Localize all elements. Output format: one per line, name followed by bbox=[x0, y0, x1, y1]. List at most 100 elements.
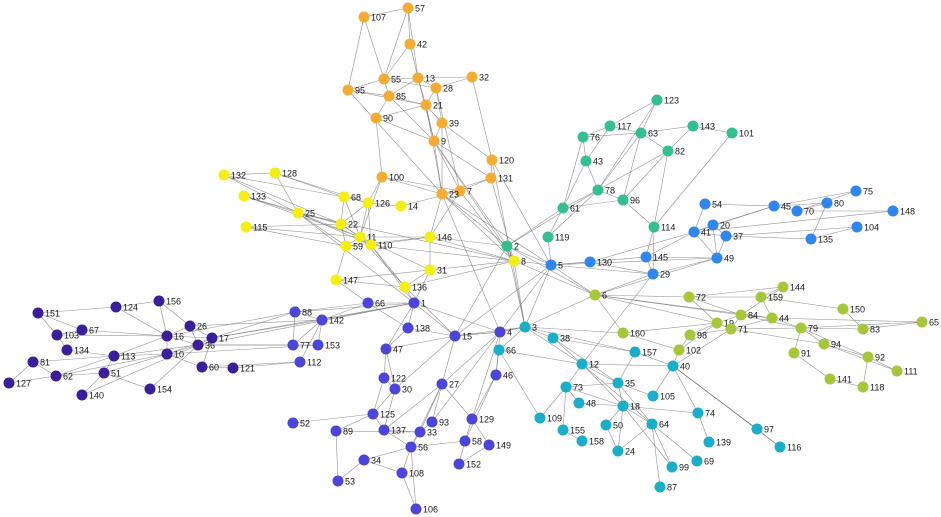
node-70: 70 bbox=[791, 205, 814, 217]
edge bbox=[712, 224, 718, 259]
edge bbox=[347, 78, 385, 91]
edge bbox=[704, 203, 775, 207]
edge bbox=[245, 223, 342, 228]
edge bbox=[385, 335, 456, 350]
edge bbox=[617, 405, 624, 452]
edge bbox=[640, 125, 694, 134]
edge bbox=[370, 244, 406, 288]
edge bbox=[370, 244, 515, 262]
edge bbox=[499, 264, 552, 333]
node-marker bbox=[788, 347, 800, 359]
node-125: 125 bbox=[367, 408, 395, 420]
edge bbox=[201, 361, 301, 368]
node-marker bbox=[312, 339, 324, 351]
node-marker bbox=[629, 346, 641, 358]
node-136: 136 bbox=[399, 281, 427, 293]
edge bbox=[388, 95, 435, 142]
node-5: 5 bbox=[545, 259, 563, 271]
edge bbox=[594, 294, 690, 298]
node-marker bbox=[824, 373, 836, 385]
edge bbox=[400, 190, 461, 207]
node-label: 121 bbox=[240, 364, 255, 374]
edge bbox=[385, 348, 396, 390]
node-label: 102 bbox=[686, 346, 701, 356]
node-marker bbox=[821, 197, 833, 209]
node-57: 57 bbox=[402, 2, 425, 14]
edge bbox=[498, 326, 526, 351]
node-marker bbox=[818, 338, 830, 350]
edge bbox=[383, 77, 419, 80]
node-label: 136 bbox=[412, 283, 427, 293]
node-marker bbox=[577, 131, 589, 143]
node-label: 131 bbox=[498, 174, 513, 184]
node-marker bbox=[98, 367, 110, 379]
node-40: 40 bbox=[667, 360, 690, 372]
node-116: 116 bbox=[774, 441, 801, 453]
node-label: 70 bbox=[804, 207, 814, 217]
node-marker bbox=[110, 301, 122, 313]
edge bbox=[115, 300, 160, 308]
edge bbox=[862, 321, 923, 330]
node-44: 44 bbox=[766, 312, 789, 324]
node-77: 77 bbox=[287, 339, 310, 351]
node-marker bbox=[466, 413, 478, 425]
node-106: 106 bbox=[410, 503, 438, 515]
edge bbox=[454, 264, 552, 337]
node-marker bbox=[292, 207, 304, 219]
node-138: 138 bbox=[402, 322, 430, 334]
node-marker bbox=[617, 400, 629, 412]
edge bbox=[385, 302, 415, 350]
node-label: 123 bbox=[664, 96, 679, 106]
node-marker bbox=[161, 348, 173, 360]
edge bbox=[340, 202, 369, 225]
edge bbox=[294, 302, 415, 313]
node-124: 124 bbox=[110, 301, 138, 313]
node-label: 3 bbox=[532, 323, 537, 333]
node-59: 59 bbox=[340, 240, 363, 252]
edge bbox=[506, 207, 564, 247]
node-131: 131 bbox=[485, 172, 513, 184]
node-marker bbox=[380, 343, 392, 355]
edge bbox=[347, 16, 365, 91]
node-marker bbox=[342, 84, 354, 96]
edge bbox=[299, 319, 323, 363]
node-84: 84 bbox=[735, 309, 758, 321]
edge bbox=[645, 256, 718, 259]
node-21: 21 bbox=[420, 99, 443, 111]
node-107: 107 bbox=[358, 11, 386, 23]
edge bbox=[800, 327, 869, 358]
node-label: 2 bbox=[514, 242, 519, 252]
node-marker bbox=[557, 424, 569, 436]
edge bbox=[651, 423, 698, 462]
node-label: 61 bbox=[570, 204, 580, 214]
edge bbox=[223, 174, 345, 198]
edge bbox=[81, 329, 168, 337]
edge bbox=[550, 264, 596, 296]
node-91: 91 bbox=[788, 347, 811, 359]
node-label: 112 bbox=[307, 358, 321, 368]
edge bbox=[223, 172, 276, 176]
edge bbox=[552, 337, 636, 353]
edge bbox=[562, 189, 599, 209]
node-marker bbox=[862, 351, 874, 363]
edge bbox=[550, 264, 654, 275]
node-69: 69 bbox=[691, 455, 714, 467]
edge bbox=[810, 226, 858, 240]
node-label: 129 bbox=[479, 415, 494, 425]
node-label: 157 bbox=[642, 348, 657, 358]
node-19: 19 bbox=[711, 317, 734, 329]
edge bbox=[594, 273, 654, 296]
edge bbox=[810, 202, 828, 240]
edge bbox=[506, 245, 552, 266]
node-23: 23 bbox=[436, 188, 459, 200]
node-label: 110 bbox=[378, 241, 392, 251]
node-label: 160 bbox=[630, 329, 645, 339]
edge bbox=[343, 196, 361, 238]
node-marker bbox=[483, 439, 495, 451]
node-label: 11 bbox=[367, 233, 376, 243]
node-label: 153 bbox=[325, 341, 340, 351]
edge bbox=[578, 402, 624, 407]
edge bbox=[441, 331, 501, 385]
node-49: 49 bbox=[711, 252, 734, 264]
